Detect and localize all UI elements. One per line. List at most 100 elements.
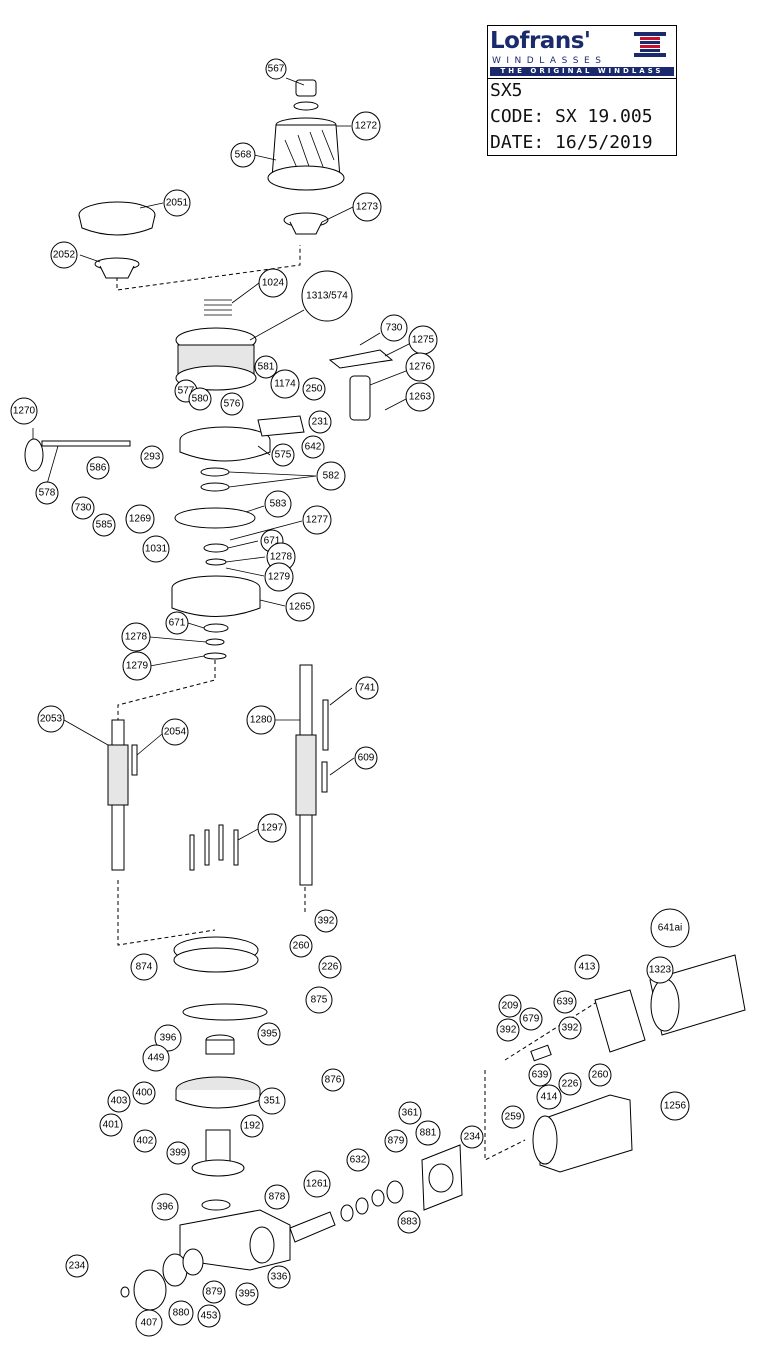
callout-609: 609 <box>354 746 378 770</box>
callout-label: 336 <box>271 1272 288 1283</box>
callout-label: 1263 <box>409 392 432 403</box>
callout-label: 234 <box>69 1261 86 1272</box>
callout-label: 407 <box>141 1318 158 1329</box>
callout-label: 1275 <box>412 335 435 346</box>
callout-label: 449 <box>148 1053 165 1064</box>
callout-bubble <box>246 705 276 735</box>
callout-bubble <box>71 496 95 520</box>
callout-396: 396 <box>154 1024 182 1052</box>
callout-label: 234 <box>464 1132 481 1143</box>
callout-label: 642 <box>305 442 322 453</box>
callout-label: 1278 <box>270 552 293 563</box>
callout-bubble <box>415 1120 441 1146</box>
callout-639: 639 <box>553 990 577 1014</box>
callout-label: 395 <box>239 1289 256 1300</box>
callout-bubble <box>154 1024 182 1052</box>
callout-730: 730 <box>71 496 95 520</box>
callout-414: 414 <box>536 1084 562 1110</box>
callout-580: 580 <box>188 387 212 411</box>
callout-250: 250 <box>302 377 326 401</box>
callout-label: 231 <box>312 417 329 428</box>
callout-bubble <box>254 355 278 379</box>
callout-label: 874 <box>136 962 153 973</box>
callout-bubble <box>197 1304 221 1328</box>
callout-label: 351 <box>264 1096 281 1107</box>
callout-bubble <box>92 513 116 537</box>
callout-453: 453 <box>197 1304 221 1328</box>
callout-label: 453 <box>201 1311 218 1322</box>
callout-label: 578 <box>39 488 56 499</box>
callout-bubble <box>264 490 292 518</box>
lofrans-logo: Lofrans' WINDLASSES THE ORIGINAL WINDLAS… <box>488 26 676 79</box>
callout-879: 879 <box>384 1129 408 1153</box>
callout-1280: 1280 <box>246 705 276 735</box>
callout-401: 401 <box>99 1113 123 1137</box>
callout-label: 879 <box>388 1136 405 1147</box>
callout-bubble <box>354 746 378 770</box>
callout-label: 879 <box>206 1287 223 1298</box>
callout-label: 1277 <box>306 515 329 526</box>
callout-1313-574: 1313/574 <box>301 270 353 322</box>
callout-label: 881 <box>420 1128 437 1139</box>
callout-878: 878 <box>264 1184 290 1210</box>
brand-name: Lofrans' <box>490 28 591 54</box>
callout-400: 400 <box>132 1081 156 1105</box>
callout-bubble <box>303 1170 331 1198</box>
callout-label: 581 <box>258 362 275 373</box>
callout-392: 392 <box>314 909 338 933</box>
callout-bubble <box>168 1300 194 1326</box>
callout-226: 226 <box>558 1072 582 1096</box>
callout-2051: 2051 <box>163 189 191 217</box>
callout-bubble <box>140 445 164 469</box>
callout-1174: 1174 <box>270 369 300 399</box>
callout-639: 639 <box>528 1063 552 1087</box>
callout-407: 407 <box>135 1309 163 1337</box>
callout-bubble <box>302 377 326 401</box>
callout-209: 209 <box>498 994 522 1018</box>
callout-bubble <box>301 435 325 459</box>
callout-label: 639 <box>557 997 574 1008</box>
callout-label: 1297 <box>261 823 284 834</box>
callout-234: 234 <box>65 1254 89 1278</box>
windlass-logo-icon <box>634 32 666 57</box>
callout-bubble <box>660 1091 690 1121</box>
callout-bubble <box>202 1280 226 1304</box>
callout-label: 1273 <box>356 202 379 213</box>
callout-260: 260 <box>588 1063 612 1087</box>
callout-bubble <box>650 908 690 948</box>
callout-399: 399 <box>166 1141 190 1165</box>
callout-bubble <box>151 1193 179 1221</box>
callout-bubble <box>270 369 300 399</box>
callout-bubble <box>99 1113 123 1137</box>
callout-bubble <box>130 953 158 981</box>
callout-label: 878 <box>269 1192 286 1203</box>
callout-label: 403 <box>111 1096 128 1107</box>
title-block: Lofrans' WINDLASSES THE ORIGINAL WINDLAS… <box>487 25 677 156</box>
callout-label: 396 <box>160 1033 177 1044</box>
callout-label: 609 <box>358 753 375 764</box>
callout-label: 567 <box>268 64 285 75</box>
callout-671: 671 <box>165 611 189 635</box>
callout-730: 730 <box>380 314 408 342</box>
callout-bubble <box>132 1081 156 1105</box>
callout-1269: 1269 <box>125 504 155 534</box>
callout-bubble <box>121 622 151 652</box>
callout-bubble <box>271 443 295 467</box>
callout-392: 392 <box>558 1016 582 1040</box>
callout-bubble <box>398 1101 422 1125</box>
callout-1024: 1024 <box>258 268 288 298</box>
callout-bubble <box>240 1114 264 1138</box>
callout-576: 576 <box>220 392 244 416</box>
callout-label: 392 <box>318 916 335 927</box>
callout-label: 586 <box>90 463 107 474</box>
callout-bubble <box>265 58 287 80</box>
callout-879: 879 <box>202 1280 226 1304</box>
callout-192: 192 <box>240 1114 264 1138</box>
callout-bubble <box>264 1184 290 1210</box>
callout-label: 413 <box>579 962 596 973</box>
callout-label: 414 <box>541 1092 558 1103</box>
callout-583: 583 <box>264 490 292 518</box>
callout-632: 632 <box>346 1148 370 1172</box>
callout-label: 395 <box>261 1029 278 1040</box>
callout-585: 585 <box>92 513 116 537</box>
